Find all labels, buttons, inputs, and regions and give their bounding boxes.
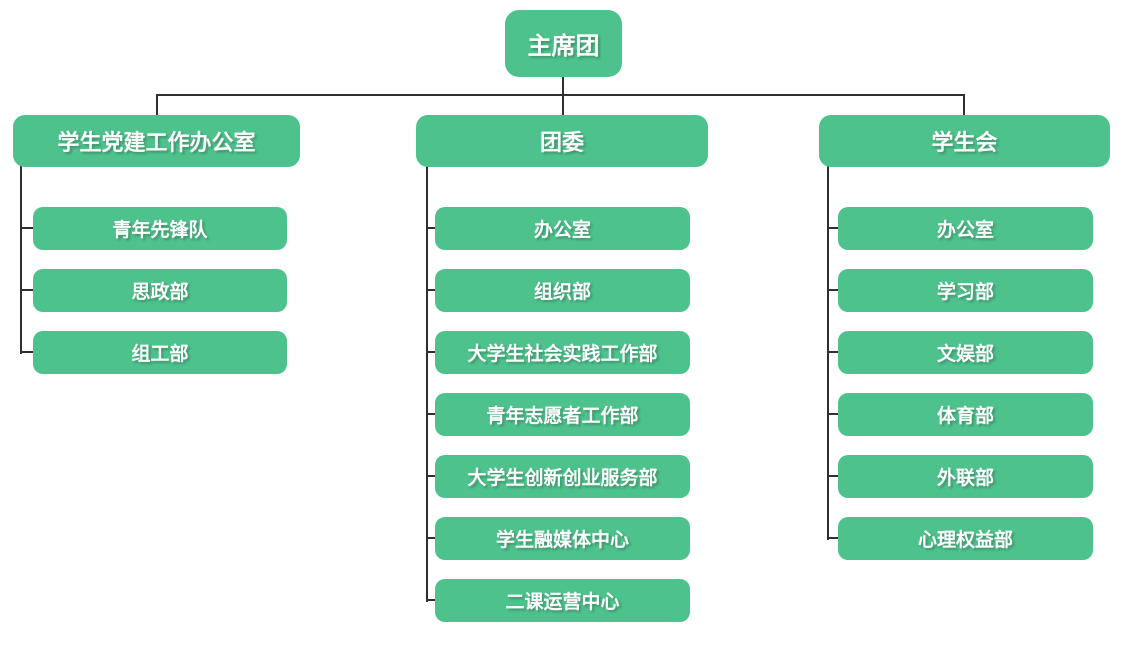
connector-main-horizontal <box>156 94 965 96</box>
node-sports-dept: 体育部 <box>838 393 1093 436</box>
node-ideology-politics-dept: 思政部 <box>33 269 287 312</box>
connector-stub <box>426 599 436 601</box>
connector-stub <box>827 413 839 415</box>
node-youth-pioneer-team: 青年先锋队 <box>33 207 287 250</box>
connector-drop-left <box>156 94 158 116</box>
node-student-media-center: 学生融媒体中心 <box>435 517 690 560</box>
connector-spine-middle-branch <box>426 166 428 602</box>
connector-stub <box>20 351 34 353</box>
connector-root-vertical <box>562 77 564 95</box>
node-culture-entertainment-dept: 文娱部 <box>838 331 1093 374</box>
node-second-class-center: 二课运营中心 <box>435 579 690 622</box>
node-presidium: 主席团 <box>505 10 622 77</box>
connector-stub <box>20 227 34 229</box>
connector-drop-middle <box>562 94 564 116</box>
connector-stub <box>827 351 839 353</box>
node-student-union: 学生会 <box>819 115 1110 167</box>
node-party-building-office: 学生党建工作办公室 <box>13 115 300 167</box>
connector-stub <box>827 475 839 477</box>
connector-stub <box>827 289 839 291</box>
connector-spine-right-branch <box>827 166 829 540</box>
node-union-office: 办公室 <box>838 207 1093 250</box>
node-innovation-service-dept: 大学生创新创业服务部 <box>435 455 690 498</box>
connector-spine-left-branch <box>20 166 22 354</box>
connector-stub <box>426 227 436 229</box>
connector-drop-right <box>963 94 965 116</box>
connector-stub <box>426 413 436 415</box>
connector-stub <box>426 289 436 291</box>
connector-stub <box>426 537 436 539</box>
node-org-work-dept: 组工部 <box>33 331 287 374</box>
connector-stub <box>827 227 839 229</box>
node-psych-rights-dept: 心理权益部 <box>838 517 1093 560</box>
node-league-office: 办公室 <box>435 207 690 250</box>
node-organization-dept: 组织部 <box>435 269 690 312</box>
connector-stub <box>426 351 436 353</box>
node-external-relations-dept: 外联部 <box>838 455 1093 498</box>
connector-stub <box>827 537 839 539</box>
node-study-dept: 学习部 <box>838 269 1093 312</box>
node-social-practice-dept: 大学生社会实践工作部 <box>435 331 690 374</box>
connector-stub <box>20 289 34 291</box>
node-youth-league-committee: 团委 <box>416 115 708 167</box>
connector-stub <box>426 475 436 477</box>
node-youth-volunteer-dept: 青年志愿者工作部 <box>435 393 690 436</box>
